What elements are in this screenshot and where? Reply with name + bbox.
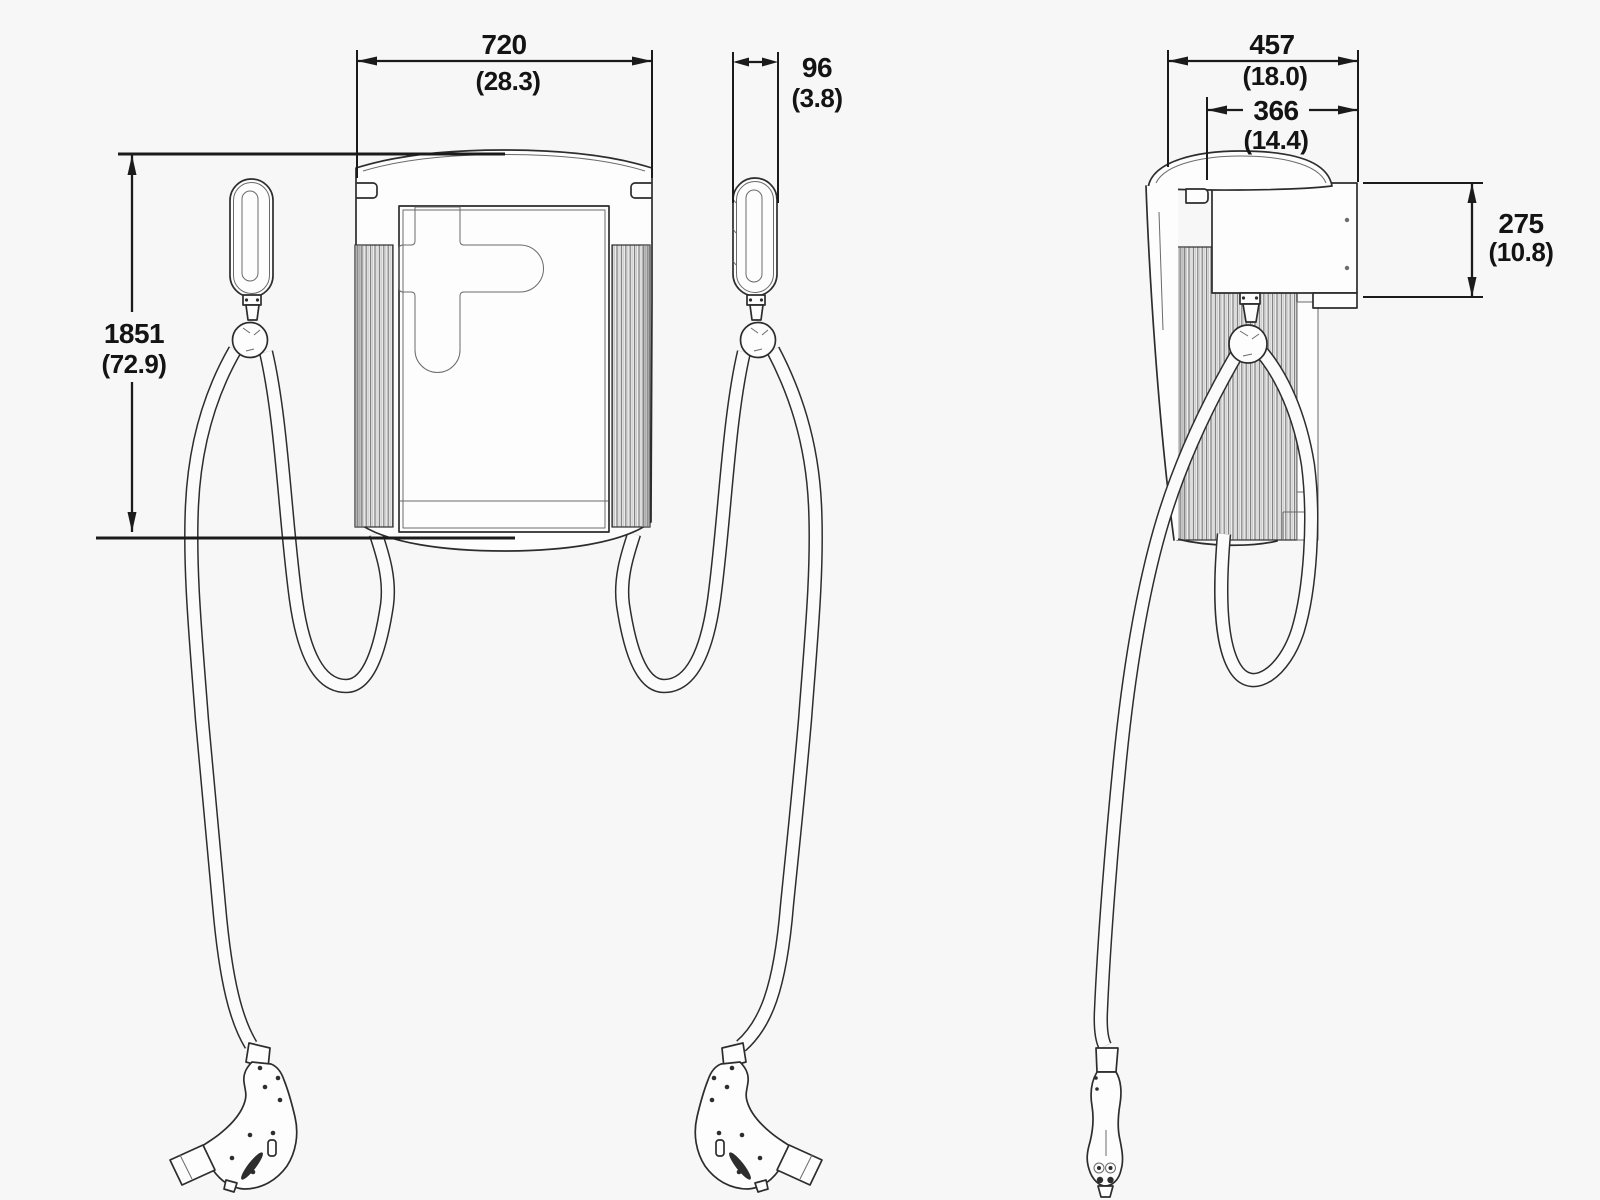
side-rear-box bbox=[1211, 174, 1358, 309]
side-tab bbox=[1185, 188, 1209, 204]
right-cable-swivel bbox=[739, 321, 777, 359]
side-charge-connector bbox=[1086, 1047, 1124, 1198]
dim-body-height-mm: 275 bbox=[1498, 208, 1543, 239]
dim-front-width-mm: 720 bbox=[481, 29, 526, 60]
front-unit-body bbox=[354, 149, 653, 552]
side-holster-neck bbox=[1239, 292, 1261, 323]
side-fins bbox=[1176, 246, 1298, 547]
front-panel-cross-emblem bbox=[398, 206, 544, 373]
dim-mount-height-mm: 1851 bbox=[104, 318, 164, 349]
dim-holster-width: 96 (3.8) bbox=[732, 52, 843, 203]
side-top-cap bbox=[1147, 150, 1333, 191]
dim-body-height-in: (10.8) bbox=[1489, 237, 1554, 267]
front-fins-right bbox=[611, 244, 651, 528]
left-charge-connector bbox=[169, 1042, 298, 1193]
dimension-annotations: 720 (28.3) 96 (3.8) 1851 (72.9) bbox=[96, 29, 1554, 540]
front-fins-left bbox=[354, 244, 394, 528]
front-tab-right bbox=[630, 182, 652, 199]
dim-depth-body-in: (14.4) bbox=[1244, 125, 1309, 155]
dim-depth-body-label-bg bbox=[1243, 94, 1309, 124]
dim-depth-body: 366 (14.4) bbox=[1206, 94, 1358, 180]
dim-depth-total-mm: 457 bbox=[1249, 29, 1294, 60]
dim-mount-height: 1851 (72.9) bbox=[96, 152, 515, 540]
left-cable-swivel bbox=[231, 321, 269, 359]
dim-body-height: 275 (10.8) bbox=[1363, 182, 1554, 298]
front-panel bbox=[398, 205, 610, 533]
front-cables-long bbox=[184, 346, 823, 1052]
dim-holster-width-in: (3.8) bbox=[792, 83, 843, 113]
front-cable-loops bbox=[258, 350, 752, 694]
dim-front-width-in: (28.3) bbox=[476, 66, 541, 96]
dim-depth-body-mm: 366 bbox=[1253, 95, 1298, 126]
side-view bbox=[1086, 150, 1358, 1198]
front-view bbox=[169, 149, 823, 1193]
side-cable-swivel bbox=[1228, 324, 1268, 364]
left-holster bbox=[229, 178, 274, 321]
right-charge-connector bbox=[694, 1042, 823, 1193]
dim-depth-total-in: (18.0) bbox=[1243, 61, 1308, 91]
dim-depth-total: 457 (18.0) bbox=[1167, 29, 1359, 182]
dim-mount-height-in: (72.9) bbox=[102, 349, 167, 379]
right-holster bbox=[732, 177, 778, 321]
side-cables bbox=[1093, 345, 1319, 1050]
dim-holster-width-mm: 96 bbox=[802, 52, 832, 83]
front-tab-left bbox=[356, 182, 378, 199]
dim-front-width: 720 (28.3) bbox=[356, 29, 653, 178]
